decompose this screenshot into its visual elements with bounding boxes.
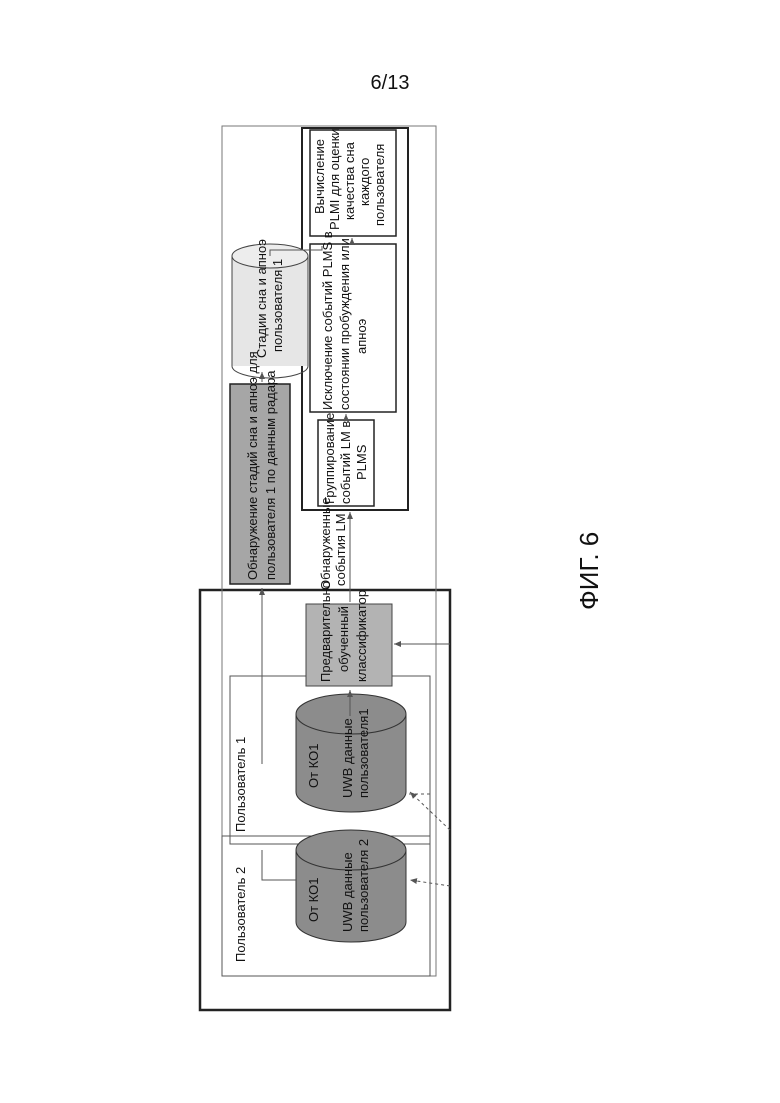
svg-text:Обнаруженные: Обнаруженные xyxy=(318,497,333,590)
user2-db-line1: От КО1 xyxy=(306,878,321,922)
user2-label: Пользователь 2 xyxy=(233,867,248,962)
svg-text:Исключение событий PLMS в: Исключение событий PLMS в xyxy=(320,231,335,410)
user1-label: Пользователь 1 xyxy=(233,737,248,832)
user2-db-line3: пользователя 2 xyxy=(356,839,371,932)
svg-text:качества сна: качества сна xyxy=(342,141,357,220)
svg-text:обученный: обученный xyxy=(336,606,351,672)
svg-text:Стадии сна и апноэ: Стадии сна и апноэ xyxy=(254,239,269,358)
svg-text:Группирование: Группирование xyxy=(322,413,337,504)
svg-text:Вычисление: Вычисление xyxy=(312,139,327,214)
svg-text:PLMS: PLMS xyxy=(354,444,369,480)
svg-text:событий LM в: событий LM в xyxy=(338,421,353,504)
user1-db-line3: пользователя1 xyxy=(356,708,371,798)
user1-db-line1: От КО1 xyxy=(306,744,321,788)
figure-caption: ФИГ. 6 xyxy=(574,532,604,610)
svg-text:Предварительно: Предварительно xyxy=(318,581,333,682)
svg-text:каждого: каждого xyxy=(357,158,372,206)
svg-text:Пользователь 1: Пользователь 1 xyxy=(233,737,248,832)
svg-text:пользователя 1: пользователя 1 xyxy=(270,259,285,352)
user1-db-line2: UWB данные xyxy=(340,718,355,798)
user2-db-line2: UWB данные xyxy=(340,852,355,932)
svg-text:состоянии пробуждения или: состоянии пробуждения или xyxy=(337,238,352,410)
svg-text:классификатор: классификатор xyxy=(354,590,369,682)
svg-text:Пользователь 2: Пользователь 2 xyxy=(233,867,248,962)
svg-text:пользователя: пользователя xyxy=(372,144,387,226)
svg-text:Обнаружение стадий сна и апноэ: Обнаружение стадий сна и апноэ для xyxy=(245,351,260,580)
classifier-text: Предварительно обученный классификатор xyxy=(318,581,369,682)
svg-text:апноэ: апноэ xyxy=(354,318,369,354)
svg-text:события LM: события LM xyxy=(333,513,348,586)
detection-box xyxy=(230,384,290,584)
svg-text:PLMI для оценки: PLMI для оценки xyxy=(327,128,342,230)
lm-events-text: Обнаруженные события LM xyxy=(318,497,348,590)
svg-text:ФИГ. 6: ФИГ. 6 xyxy=(574,532,604,610)
svg-text:пользователя 1 по данным радар: пользователя 1 по данным радара xyxy=(263,370,278,580)
